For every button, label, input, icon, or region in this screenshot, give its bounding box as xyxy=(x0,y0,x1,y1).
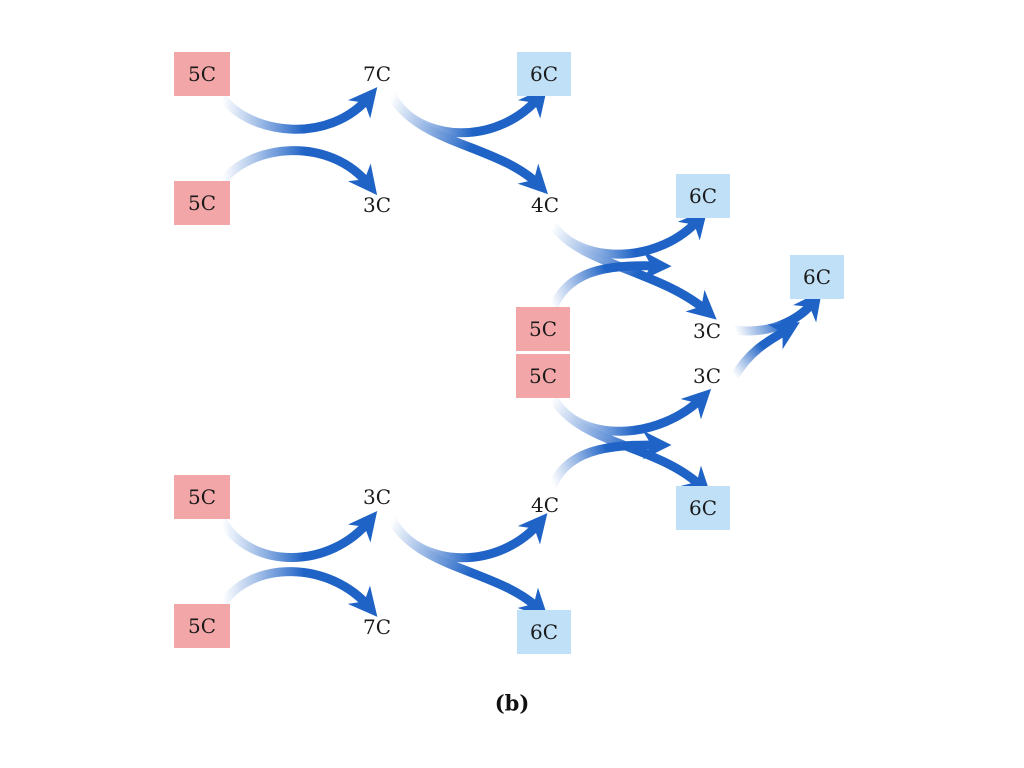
node-mid-6c-bottom: 6C xyxy=(676,486,730,530)
reaction-arrow xyxy=(217,87,378,134)
node-bot-3c: 3C xyxy=(363,485,391,509)
node-mid-3c-a: 3C xyxy=(693,319,721,343)
node-label: 4C xyxy=(531,193,559,217)
node-label: 3C xyxy=(363,193,391,217)
node-label: 5C xyxy=(188,191,216,215)
reaction-arrow xyxy=(730,290,822,336)
node-bot-4c: 4C xyxy=(531,493,559,517)
reaction-arrows xyxy=(217,87,822,619)
node-label: 5C xyxy=(188,614,216,638)
hexose-box xyxy=(517,52,571,96)
pentose-box xyxy=(174,475,230,519)
hexose-box xyxy=(676,174,730,218)
node-label: 6C xyxy=(689,184,717,208)
reaction-arrow xyxy=(387,515,549,619)
node-label: 3C xyxy=(693,319,721,343)
reaction-arrow xyxy=(217,146,378,196)
reaction-arrow xyxy=(548,430,672,490)
node-label: 3C xyxy=(363,485,391,509)
hexose-box xyxy=(790,255,844,299)
node-mid-6c-top: 6C xyxy=(676,174,730,218)
node-mid-3c-b: 3C xyxy=(693,364,721,388)
reaction-arrow xyxy=(387,513,548,563)
node-top-3c: 3C xyxy=(363,193,391,217)
node-label: 7C xyxy=(363,62,391,86)
node-label: 6C xyxy=(689,496,717,520)
node-top-7c: 7C xyxy=(363,62,391,86)
node-mid-5c-a: 5C xyxy=(516,307,570,351)
node-label: 3C xyxy=(693,364,721,388)
node-label: 6C xyxy=(530,620,558,644)
node-top-5c-a: 5C xyxy=(174,52,230,96)
node-mid-5c-b: 5C xyxy=(516,354,570,398)
node-top-4c: 4C xyxy=(531,193,559,217)
node-label: 7C xyxy=(363,615,391,639)
hexose-box xyxy=(676,486,730,530)
node-label: 6C xyxy=(803,265,831,289)
node-label: 6C xyxy=(530,62,558,86)
reaction-arrow xyxy=(548,251,672,313)
node-bot-6c: 6C xyxy=(517,610,571,654)
node-label: 5C xyxy=(529,364,557,388)
pentose-box xyxy=(174,181,230,225)
node-bot-5c-a: 5C xyxy=(174,475,230,519)
reaction-arrow xyxy=(387,91,549,195)
pentose-box xyxy=(516,354,570,398)
node-label: 5C xyxy=(188,485,216,509)
pentose-box xyxy=(516,307,570,351)
figure-caption: (b) xyxy=(495,691,530,716)
node-label: 5C xyxy=(529,317,557,341)
pentose-box xyxy=(174,604,230,648)
node-top-5c-b: 5C xyxy=(174,181,230,225)
molecule-nodes: 5C 5C 7C 3C 6C 4C 6C 5C 5C xyxy=(174,52,844,654)
reaction-arrow xyxy=(387,87,548,138)
node-top-6c: 6C xyxy=(517,52,571,96)
reaction-arrow xyxy=(217,511,378,562)
reaction-arrow xyxy=(217,567,378,617)
reaction-arrow xyxy=(730,322,800,381)
node-label: 4C xyxy=(531,493,559,517)
node-bot-7c: 7C xyxy=(363,615,391,639)
hexose-box xyxy=(517,610,571,654)
pentose-box xyxy=(174,52,230,96)
node-final-6c: 6C xyxy=(790,255,844,299)
node-label: 5C xyxy=(188,62,216,86)
node-bot-5c-b: 5C xyxy=(174,604,230,648)
